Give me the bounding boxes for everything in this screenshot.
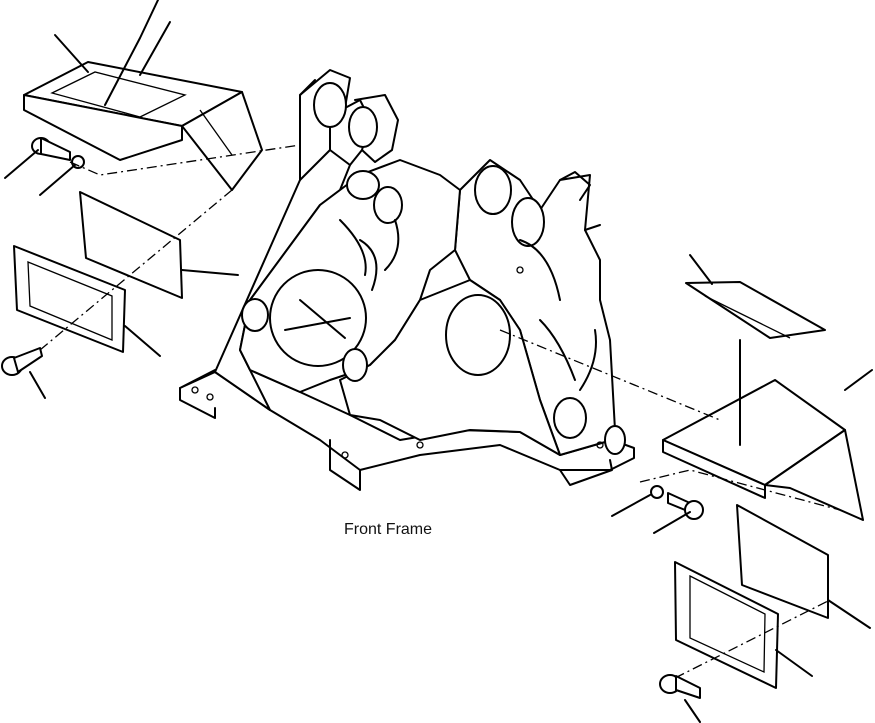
left-step-assembly bbox=[1, 0, 301, 399]
right-bolt bbox=[611, 485, 704, 534]
left-lower-bolt bbox=[1, 347, 46, 399]
front-frame bbox=[179, 69, 635, 491]
right-lower-bolt bbox=[659, 674, 701, 723]
front-frame-caption: Front Frame bbox=[344, 521, 433, 538]
left-bolt bbox=[4, 137, 85, 196]
right-step-assembly bbox=[499, 254, 873, 723]
